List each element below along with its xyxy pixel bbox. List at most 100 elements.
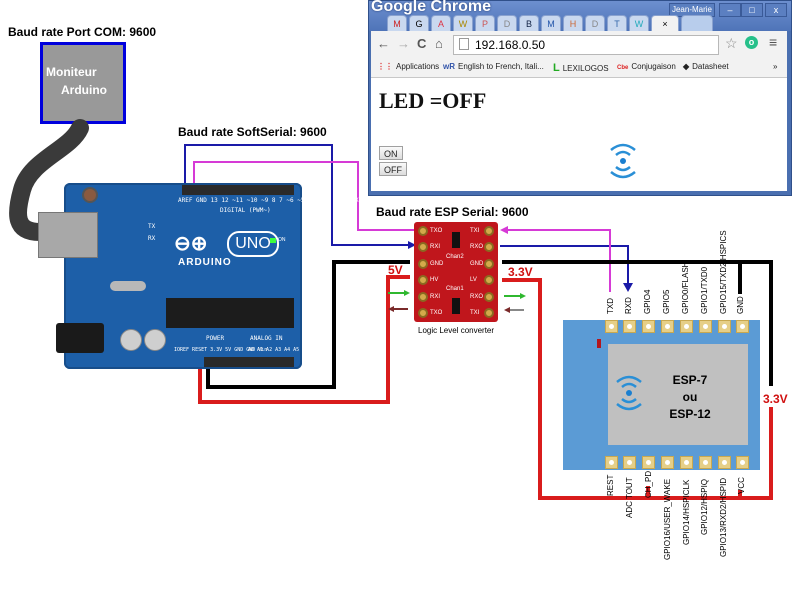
arrow-brown-right-head xyxy=(504,307,510,313)
minimize-button[interactable]: – xyxy=(719,3,741,17)
llc-pad xyxy=(484,292,494,302)
rx-led-label: RX xyxy=(148,235,156,242)
esp-pad-bottom xyxy=(736,456,749,469)
browser-titlebar: Google Chrome Jean-Marie – □ x M G A W P… xyxy=(369,0,791,32)
esp-red-marker xyxy=(597,339,601,348)
baud-esp-label: Baud rate ESP Serial: 9600 xyxy=(376,205,529,219)
llc-mosfet xyxy=(452,298,460,314)
esp-pad-top xyxy=(605,320,618,333)
esp-pin-rxd: RXD xyxy=(624,297,633,314)
esp-pad-top xyxy=(661,320,674,333)
extension-icon[interactable]: o xyxy=(745,36,758,49)
bookmarks-more-button[interactable]: » xyxy=(773,62,778,71)
usb-connector xyxy=(38,212,98,258)
maximize-button[interactable]: □ xyxy=(741,3,763,17)
esp-pin-adc: ADC TOUT xyxy=(625,477,634,518)
wifi-signal-icon xyxy=(616,375,642,411)
browser-app-title: Google Chrome xyxy=(371,0,492,15)
lexilogos-icon: L xyxy=(553,62,560,74)
llc-chan2-label: Chan2 xyxy=(446,254,464,260)
power-jack xyxy=(56,323,104,353)
esp-model-label: ESP-7 ou ESP-12 xyxy=(658,372,722,423)
forward-icon[interactable]: → xyxy=(397,36,410,51)
llc-pad xyxy=(484,259,494,269)
esp-name-line3: ESP-12 xyxy=(669,407,711,421)
led-off-button[interactable]: OFF xyxy=(379,162,407,176)
llc-pad xyxy=(418,242,428,252)
llc-pin-label: TXO xyxy=(430,228,443,234)
tx-led-label: TX xyxy=(148,223,156,230)
tab-12[interactable]: W xyxy=(629,15,649,32)
llc-pad xyxy=(484,308,494,318)
digital-pin-labels: AREF GND 13 12 ~11 ~10 ~9 8 7 ~6 ~5 4 ~3… xyxy=(178,197,366,204)
esp-module: ESP-7 ou ESP-12 xyxy=(563,320,760,470)
tab-5[interactable]: P xyxy=(475,15,495,32)
esp-pad-top xyxy=(718,320,731,333)
bookmark-star-icon[interactable]: ☆ xyxy=(725,35,738,51)
esp-pin-chpd: CH_PD xyxy=(644,470,653,498)
atmega-chip xyxy=(166,298,294,328)
llc-pin-label: TXI xyxy=(470,310,480,316)
esp-pad-top xyxy=(699,320,712,333)
menu-icon[interactable]: ≡ xyxy=(769,34,778,50)
llc-pin-label: RXI xyxy=(430,294,441,300)
label-5v: 5V xyxy=(388,263,403,277)
esp-pad-bottom xyxy=(680,456,693,469)
llc-pad xyxy=(418,226,428,236)
tab-10[interactable]: D xyxy=(585,15,605,32)
web-page-content: LED =OFF ON OFF xyxy=(371,78,787,191)
crystal-oscillator xyxy=(110,281,146,291)
llc-chan1-label: Chan1 xyxy=(446,286,464,292)
baud-com-label: Baud rate Port COM: 9600 xyxy=(8,25,157,39)
arrow-rx-head-esp xyxy=(623,283,633,292)
bookmark-datasheet[interactable]: ◆Datasheet xyxy=(683,62,729,71)
tab-3[interactable]: A xyxy=(431,15,451,32)
analog-label: ANALOG IN xyxy=(250,335,283,342)
browser-window: Google Chrome Jean-Marie – □ x M G A W P… xyxy=(368,0,792,196)
arrow-brown-left-head xyxy=(388,306,394,312)
led-on-button[interactable]: ON xyxy=(379,146,403,160)
esp-pad-top xyxy=(736,320,749,333)
new-tab-button[interactable] xyxy=(681,15,713,32)
llc-pad xyxy=(484,242,494,252)
bookmark-applications[interactable]: ⋮⋮Applications xyxy=(377,62,440,71)
reset-button xyxy=(82,187,98,203)
esp-pad-bottom xyxy=(661,456,674,469)
tab-11[interactable]: T xyxy=(607,15,627,32)
address-bar[interactable]: 192.168.0.50 xyxy=(453,35,719,55)
analog-pin-labels: A0 A1 A2 A3 A4 A5 xyxy=(248,347,300,353)
arduino-brand-text: ARDUINO xyxy=(178,257,232,268)
esp-pad-bottom xyxy=(699,456,712,469)
tab-6[interactable]: D xyxy=(497,15,517,32)
led-status-text: LED =OFF xyxy=(379,88,487,113)
power-led xyxy=(270,238,276,243)
esp-pin-gpio13: GPIO13/RXD2/HSPID xyxy=(719,477,728,557)
wordreference-icon: wR xyxy=(443,62,455,71)
close-window-button[interactable]: x xyxy=(765,3,787,17)
power-label: POWER xyxy=(206,335,225,342)
tab-9[interactable]: H xyxy=(563,15,583,32)
tab-google[interactable]: G xyxy=(409,15,429,32)
reload-icon[interactable]: C xyxy=(417,36,427,51)
tab-4[interactable]: W xyxy=(453,15,473,32)
esp-pin-vcc: VCC xyxy=(737,477,746,494)
power-pin-labels: IOREF RESET 3.3V 5V GND GND Vin xyxy=(174,347,268,353)
monitor-label-line1: Moniteur xyxy=(46,65,97,79)
capacitor-2 xyxy=(144,329,166,351)
tab-gmail[interactable]: M xyxy=(387,15,407,32)
back-icon[interactable]: ← xyxy=(377,36,390,51)
tab-8[interactable]: M xyxy=(541,15,561,32)
page-icon xyxy=(459,38,469,50)
llc-pin-label: TXI xyxy=(470,228,480,234)
apps-grid-icon: ⋮⋮ xyxy=(377,62,393,71)
esp-pin-gnd: GND xyxy=(736,296,745,314)
home-icon[interactable]: ⌂ xyxy=(435,36,443,51)
tab-active-close[interactable]: × xyxy=(651,15,679,32)
llc-pin-label: GND xyxy=(470,261,484,267)
wifi-signal-icon xyxy=(610,143,636,179)
llc-pin-label: GND xyxy=(430,261,444,267)
tab-7[interactable]: B xyxy=(519,15,539,32)
